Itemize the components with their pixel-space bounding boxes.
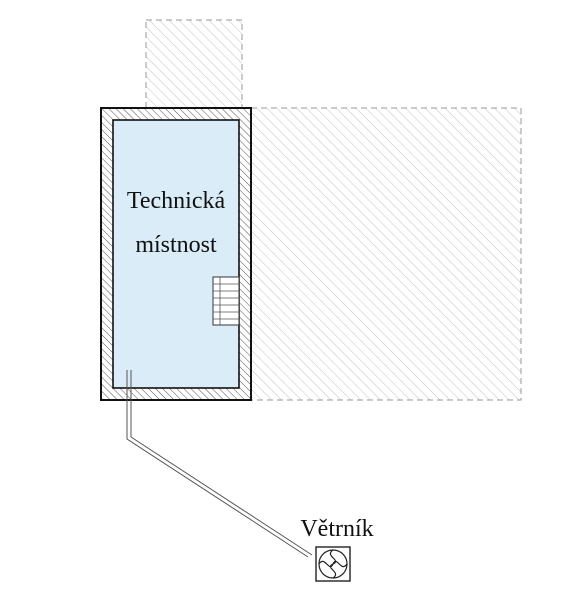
room-interior bbox=[112, 119, 240, 389]
equipment-unit bbox=[212, 276, 240, 326]
ventilator-label: Větrník bbox=[300, 516, 373, 542]
ventilation-duct bbox=[126, 370, 313, 558]
room-label-line1: Technická bbox=[127, 188, 226, 214]
hatched-area-right bbox=[250, 107, 522, 401]
hatched-area-top bbox=[145, 19, 243, 109]
ventilator-fan-icon bbox=[315, 546, 351, 582]
room-label-line2: místnost bbox=[135, 232, 217, 258]
